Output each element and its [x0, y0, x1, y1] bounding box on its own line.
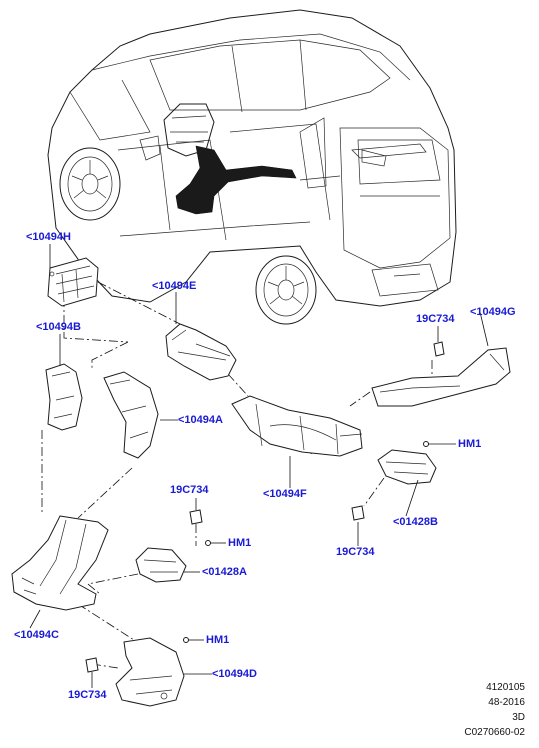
fastener-HM1-bottom — [183, 637, 189, 643]
callout-10494E: <10494E — [152, 280, 197, 292]
callout-10494C: <10494C — [14, 629, 59, 641]
callout-10494B: <10494B — [36, 321, 81, 333]
callout-HM1-bottom: HM1 — [206, 634, 230, 646]
footer-ref-3: 3D — [512, 712, 525, 723]
callout-10494F: <10494F — [263, 488, 307, 500]
callout-10494H: <10494H — [26, 231, 71, 243]
clip-19C734-mid — [189, 509, 203, 525]
callout-10494A: <10494A — [178, 414, 223, 426]
connector-lines — [41, 281, 433, 669]
part-10494B-duct — [45, 363, 83, 431]
footer-ref-4: C0270660-02 — [464, 727, 525, 738]
clip-19C734-top — [433, 341, 445, 357]
callout-19C734-top: 19C734 — [416, 313, 455, 325]
part-10494E-duct — [165, 323, 237, 381]
part-10494G-duct — [371, 347, 511, 407]
clip-19C734-bottom — [85, 657, 99, 673]
callout-19C734-bottom: 19C734 — [68, 689, 107, 701]
part-10494D-duct — [115, 637, 185, 707]
callout-HM1-mid: HM1 — [228, 537, 252, 549]
part-10494C-duct — [11, 515, 109, 611]
callout-10494D: <10494D — [212, 668, 257, 680]
footer-ref-1: 4120105 — [486, 682, 525, 693]
part-01428B-bracket — [377, 449, 437, 485]
fastener-HM1-right — [423, 441, 429, 447]
part-10494F-duct — [231, 395, 363, 457]
callout-01428A: <01428A — [202, 566, 247, 578]
callout-01428B: <01428B — [393, 516, 438, 528]
fastener-HM1-mid — [205, 540, 211, 546]
rear-wheel — [255, 255, 317, 325]
clip-19C734-right — [351, 505, 365, 521]
leader-lines — [29, 244, 489, 688]
footer-ref-2: 48-2016 — [488, 697, 525, 708]
callout-19C734-right: 19C734 — [336, 546, 375, 558]
vehicle-illustration — [47, 9, 457, 325]
part-01428A-bracket — [135, 547, 187, 583]
part-10494A-duct — [103, 371, 159, 459]
part-10494H-vent — [47, 257, 99, 307]
callout-10494G: <10494G — [470, 306, 516, 318]
front-wheel — [59, 147, 121, 221]
callout-HM1-right: HM1 — [458, 438, 482, 450]
callout-19C734-mid: 19C734 — [170, 484, 209, 496]
